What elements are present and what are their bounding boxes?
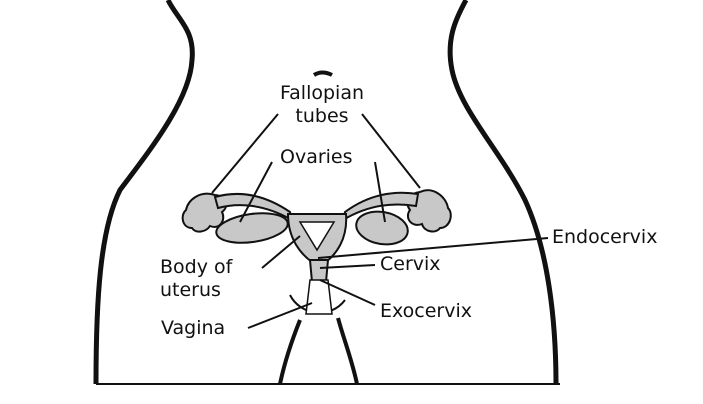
ovary-right (355, 210, 409, 246)
label-exocervix: Exocervix (380, 300, 473, 322)
cervix-shape (308, 259, 330, 283)
label-fallopian-tubes-line1: Fallopian (279, 82, 365, 104)
leader-fallopian-right (361, 113, 421, 189)
leader-body-of-uterus (261, 235, 301, 269)
label-body-of-uterus: Body of uterus (160, 256, 232, 302)
label-ovaries: Ovaries (280, 146, 353, 168)
leader-fallopian-left (211, 113, 279, 194)
label-cervix: Cervix (380, 253, 441, 275)
leader-endocervix (317, 237, 549, 259)
ovary-left (215, 212, 289, 244)
label-body-of-uterus-line2: uterus (160, 279, 221, 301)
navel (312, 70, 333, 77)
label-fallopian-tubes: Fallopian tubes (262, 82, 382, 128)
label-endocervix: Endocervix (552, 226, 658, 248)
leader-ovaries-left (239, 161, 273, 223)
label-vagina: Vagina (161, 317, 226, 339)
fimbriae-right (406, 189, 452, 233)
label-fallopian-tubes-line2: tubes (295, 105, 349, 127)
leader-cervix (319, 264, 376, 269)
leader-ovaries-right (374, 161, 386, 223)
vagina-shape (305, 279, 333, 315)
body-outline-right (447, 0, 559, 385)
leg-line-right (336, 317, 359, 385)
body-outline-left (93, 0, 195, 385)
uterine-cavity (298, 221, 336, 252)
label-body-of-uterus-line1: Body of (160, 256, 233, 278)
leader-exocervix (319, 279, 376, 306)
leg-line-left (278, 319, 302, 385)
fimbriae-left (181, 192, 228, 233)
leader-vagina (247, 302, 313, 329)
